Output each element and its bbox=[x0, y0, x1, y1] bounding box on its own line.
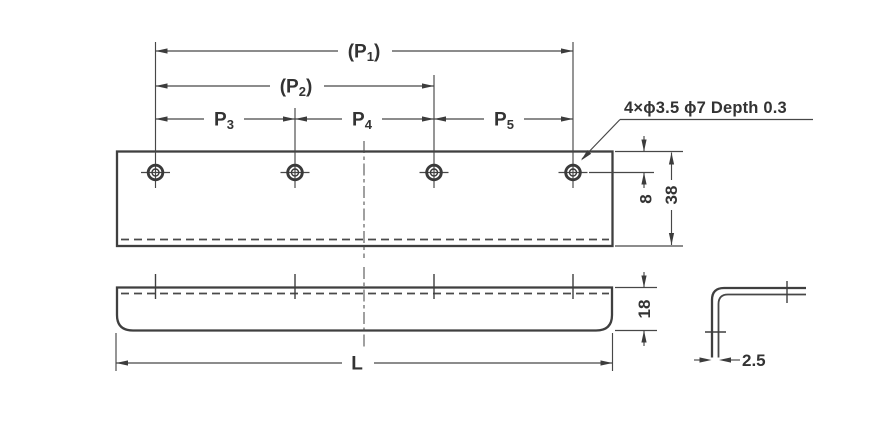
dimension-label-p5: P5 bbox=[494, 110, 514, 133]
plan-right-extension-lines bbox=[589, 150, 683, 247]
plan-view-body bbox=[115, 150, 614, 248]
dimension-p3: P3 bbox=[155, 110, 295, 133]
dimension-value-18: 18 bbox=[635, 300, 654, 319]
arrowhead bbox=[155, 83, 168, 89]
hole-callout-text: 4×ϕ3.5 ϕ7 Depth 0.3 bbox=[624, 99, 787, 117]
dimension-p5: P5 bbox=[434, 110, 573, 133]
dimension-value-2-5: 2.5 bbox=[742, 351, 766, 370]
arrowhead bbox=[668, 152, 675, 165]
screw-hole bbox=[558, 163, 588, 182]
front-view-hole-ticks bbox=[154, 274, 574, 299]
dimension-value-8: 8 bbox=[637, 194, 656, 203]
dimension-label-p1: (P1) bbox=[348, 42, 381, 65]
arrowhead bbox=[641, 139, 647, 152]
arrowhead bbox=[283, 116, 295, 122]
front-view bbox=[115, 267, 614, 347]
side-view-inner-profile bbox=[717, 293, 806, 358]
arrowhead bbox=[561, 48, 573, 54]
dimension-overall-length: L bbox=[115, 333, 614, 375]
arrowhead bbox=[668, 233, 675, 245]
dimension-value-38: 38 bbox=[662, 186, 681, 205]
dimension-p2: (P2) bbox=[155, 77, 434, 100]
dimension-front-height-18: 18 bbox=[615, 272, 657, 346]
arrowhead bbox=[600, 360, 613, 366]
hole-callout: 4×ϕ3.5 ϕ7 Depth 0.3 bbox=[581, 99, 813, 161]
dimension-label-p4: P4 bbox=[352, 110, 373, 133]
dimension-plate-width-38: 38 bbox=[662, 152, 681, 245]
screw-hole bbox=[280, 163, 310, 182]
front-view-body bbox=[115, 286, 614, 332]
dimension-label-L: L bbox=[351, 354, 363, 375]
dimension-label-p2: (P2) bbox=[280, 77, 313, 100]
arrowhead bbox=[641, 330, 647, 343]
arrowhead bbox=[155, 116, 168, 122]
arrowhead bbox=[422, 83, 434, 89]
arrowhead bbox=[719, 357, 731, 363]
arrowhead bbox=[581, 150, 592, 161]
plan-view bbox=[115, 141, 614, 258]
side-view-outer-profile bbox=[710, 286, 806, 358]
dimension-label-p3: P3 bbox=[214, 110, 234, 133]
side-view bbox=[705, 281, 806, 358]
arrowhead bbox=[699, 357, 712, 363]
screw-hole bbox=[141, 163, 170, 182]
arrowhead bbox=[641, 172, 647, 185]
arrowhead bbox=[295, 116, 307, 122]
dimension-p4: P4 bbox=[295, 110, 434, 133]
arrowhead bbox=[155, 48, 168, 54]
dimension-thickness-2-5: 2.5 bbox=[694, 351, 766, 370]
dimension-p1: (P1) bbox=[155, 42, 573, 65]
arrowhead bbox=[422, 116, 434, 122]
arrowhead bbox=[116, 360, 128, 366]
dimension-hole-offset-8: 8 bbox=[637, 136, 656, 204]
screw-hole bbox=[419, 163, 449, 182]
screw-holes bbox=[141, 163, 588, 182]
arrowhead bbox=[434, 116, 446, 122]
arrowhead bbox=[561, 116, 573, 122]
arrowhead bbox=[641, 275, 647, 288]
